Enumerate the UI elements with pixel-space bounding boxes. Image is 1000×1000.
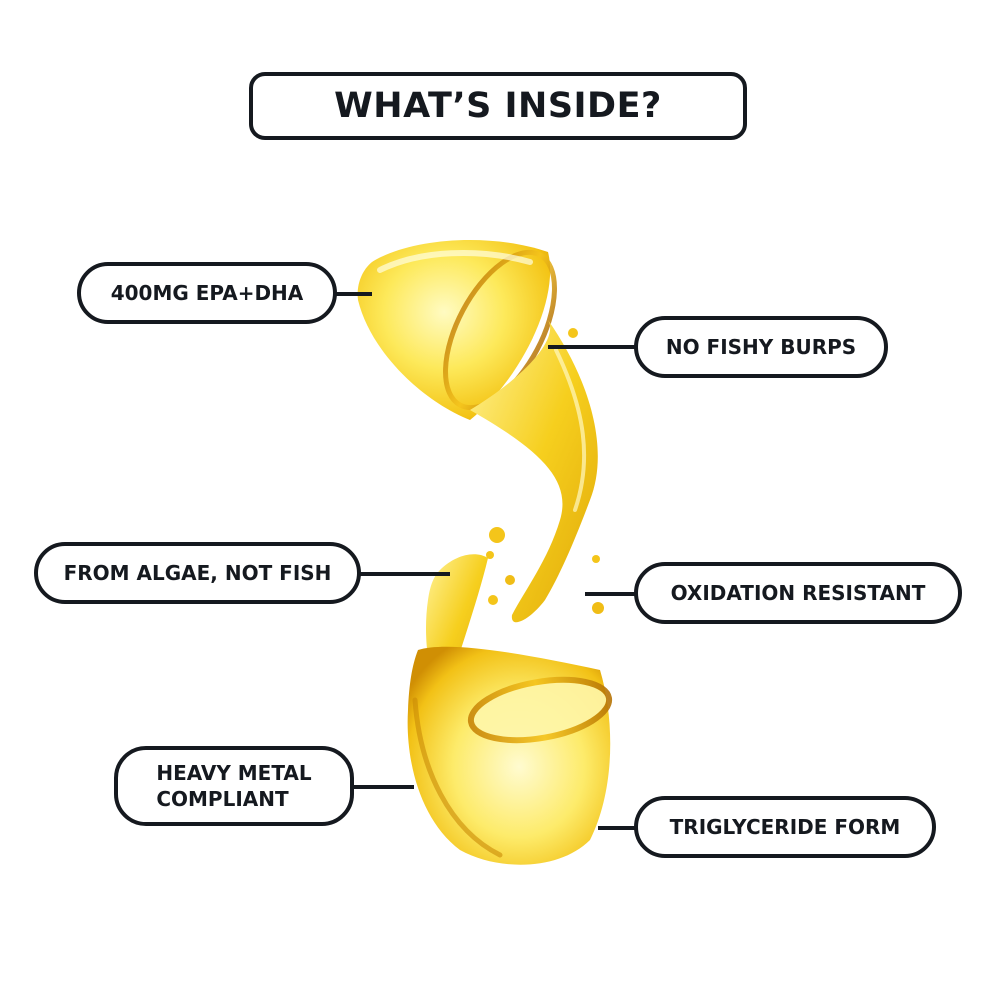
feature-label: OXIDATION RESISTANT [670, 581, 926, 605]
feature-oxidation-resistant: OXIDATION RESISTANT [634, 562, 962, 624]
connector-oxidation [585, 592, 635, 596]
connector-from-algae [358, 572, 450, 576]
droplet [486, 551, 494, 559]
bottom-cup-rim [467, 676, 613, 744]
droplet [488, 595, 498, 605]
droplet [592, 555, 600, 563]
page-title: WHAT’S INSIDE? [334, 86, 662, 126]
feature-label: NO FISHY BURPS [665, 335, 857, 359]
feature-label: FROM ALGAE, NOT FISH [63, 561, 332, 585]
droplet [592, 602, 604, 614]
connector-epa-dha [334, 292, 372, 296]
top-cup-rim [443, 249, 557, 411]
feature-epa-dha: 400MG EPA+DHA [77, 262, 337, 324]
feature-no-fishy-burps: NO FISHY BURPS [634, 316, 888, 378]
connector-triglyceride [598, 826, 636, 830]
feature-heavy-metal: HEAVY METAL COMPLIANT [114, 746, 354, 826]
feature-triglyceride: TRIGLYCERIDE FORM [634, 796, 936, 858]
feature-label: TRIGLYCERIDE FORM [669, 815, 901, 839]
droplet [505, 575, 515, 585]
feature-label: 400MG EPA+DHA [110, 281, 304, 305]
droplet [568, 328, 578, 338]
connector-heavy-metal [352, 785, 414, 789]
feature-label: HEAVY METAL COMPLIANT [156, 761, 312, 811]
droplet [489, 527, 505, 543]
title-box: WHAT’S INSIDE? [249, 72, 747, 140]
feature-from-algae: FROM ALGAE, NOT FISH [34, 542, 361, 604]
connector-no-fishy-burps [548, 345, 636, 349]
oil-stream [470, 320, 598, 623]
